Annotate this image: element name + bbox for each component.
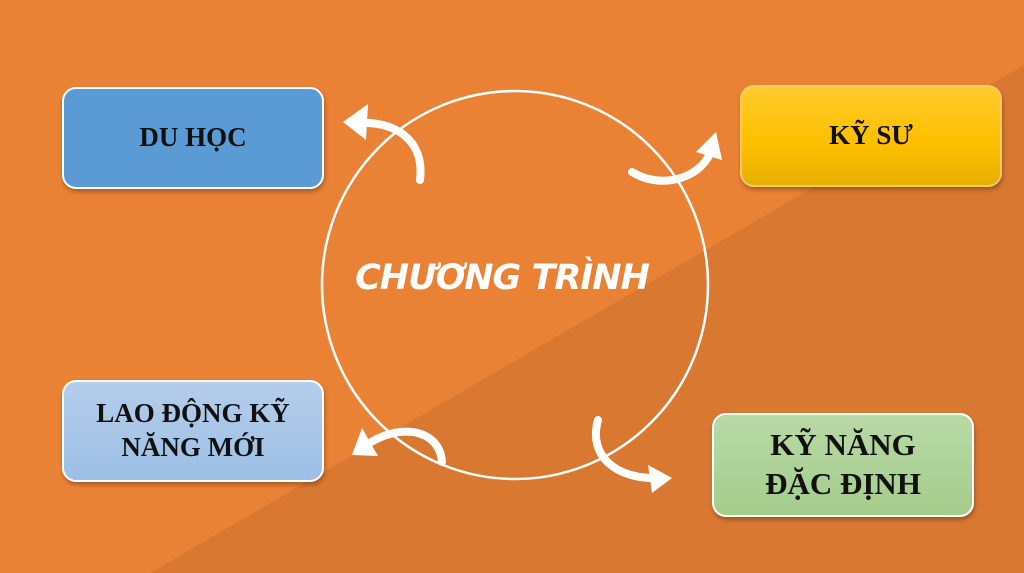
arrow-to-ky-su-icon <box>628 132 722 185</box>
center-label: CHƯƠNG TRÌNH <box>355 258 650 298</box>
arrow-to-ky-nang-icon <box>592 416 672 493</box>
node-label: DU HỌC <box>139 122 247 153</box>
node-ky-su[interactable]: KỸ SƯ <box>740 85 1002 187</box>
node-label: KỸ SƯ <box>829 120 913 151</box>
center-circle <box>320 89 710 481</box>
arrow-to-lao-dong-icon <box>352 427 446 466</box>
node-lao-dong-ky-nang-moi[interactable]: LAO ĐỘNG KỸ NĂNG MỚI <box>62 380 324 482</box>
node-label: LAO ĐỘNG KỸ NĂNG MỚI <box>96 398 290 462</box>
node-du-hoc[interactable]: DU HỌC <box>62 87 324 189</box>
arrow-to-du-hoc-icon <box>343 104 425 184</box>
node-ky-nang-dac-dinh[interactable]: KỸ NĂNG ĐẶC ĐỊNH <box>712 413 974 517</box>
node-label: KỸ NĂNG ĐẶC ĐỊNH <box>765 427 921 501</box>
